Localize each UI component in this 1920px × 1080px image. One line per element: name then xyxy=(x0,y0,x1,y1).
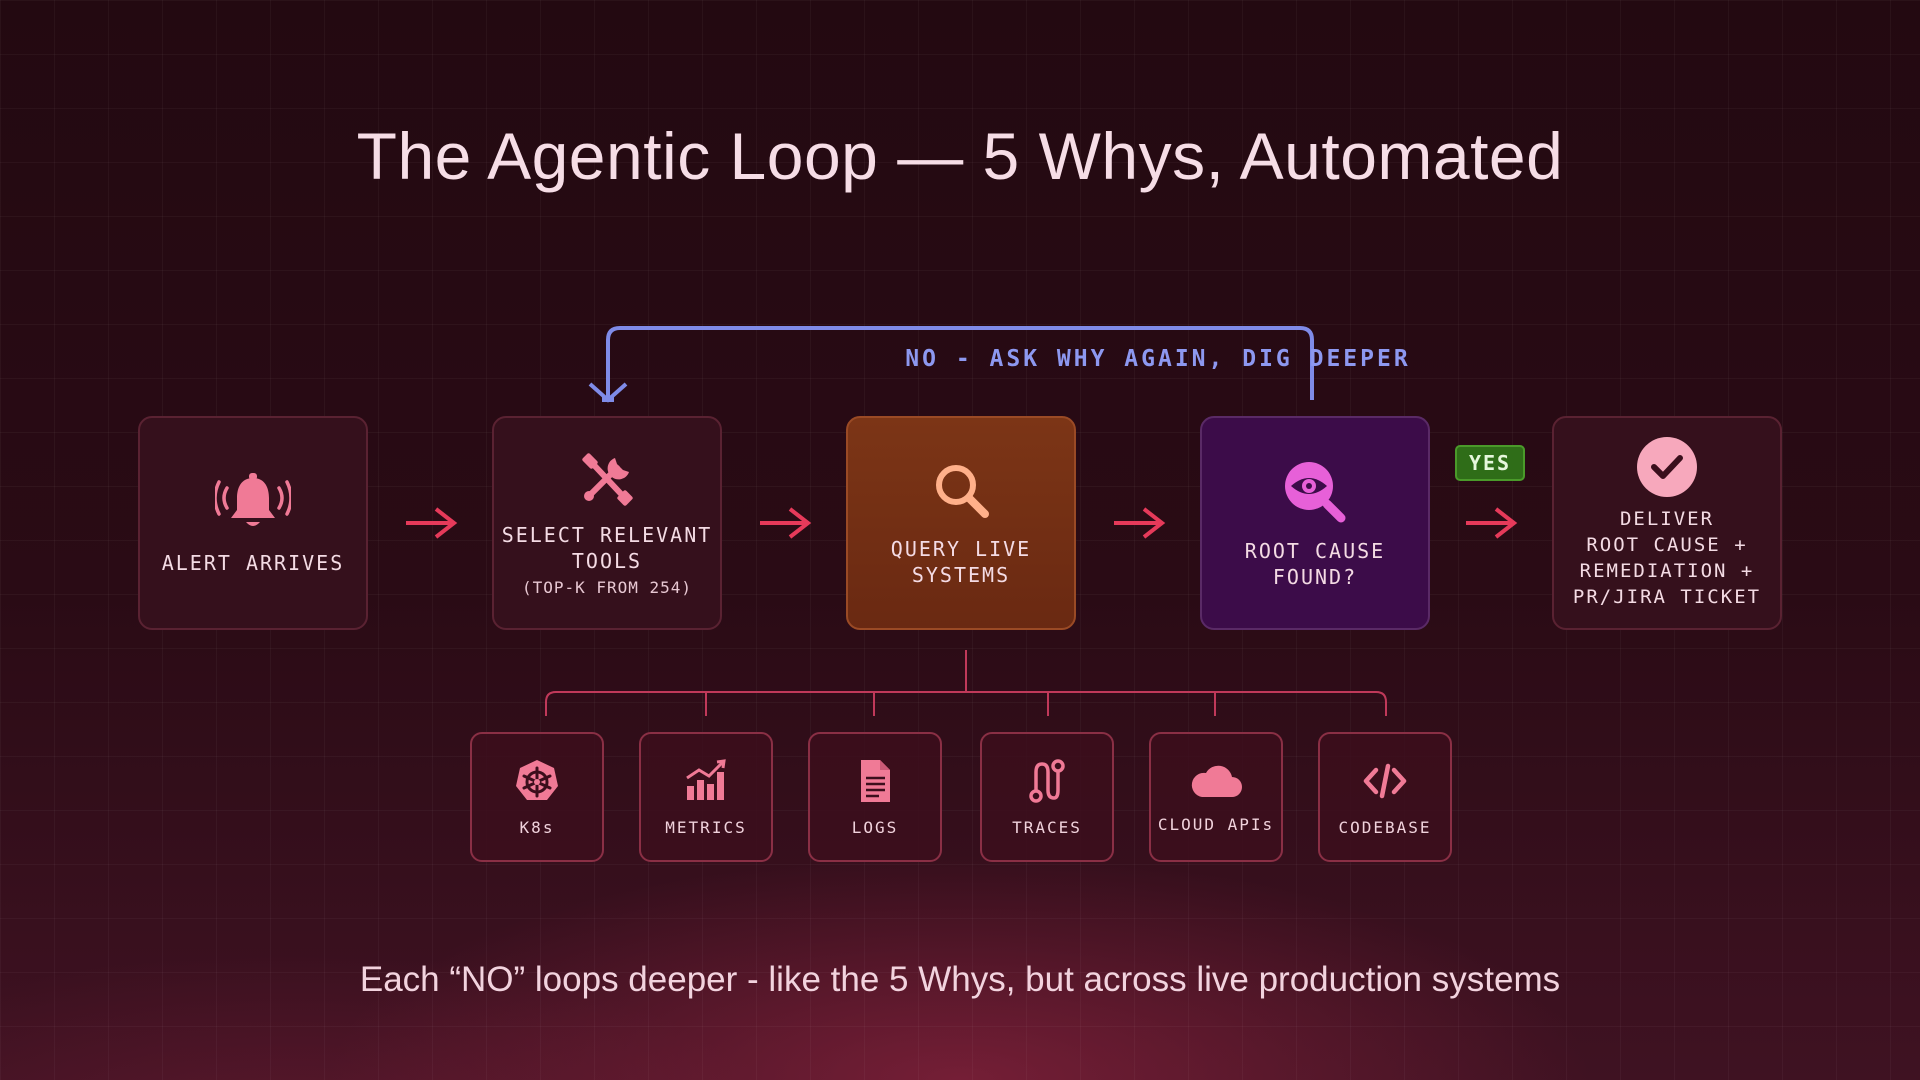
step-label: DELIVER ROOT CAUSE + REMEDIATION + PR/JI… xyxy=(1572,508,1762,608)
step-label: ALERT ARRIVES xyxy=(161,551,345,575)
document-icon xyxy=(861,759,890,802)
step-alert-arrives: ALERT ARRIVES xyxy=(138,416,368,630)
loop-label: NO - ASK WHY AGAIN, DIG DEEPER xyxy=(905,346,1411,372)
source-label: CLOUD APIs xyxy=(1157,814,1275,834)
source-k8s: K8s xyxy=(470,732,604,862)
bar-chart-icon xyxy=(686,758,726,800)
eye-search-icon xyxy=(1285,462,1346,523)
step-query-live-systems: QUERY LIVE SYSTEMS xyxy=(846,416,1076,630)
source-label: CODEBASE xyxy=(1338,817,1432,837)
step-label: ROOT CAUSE FOUND? xyxy=(1244,539,1386,589)
trace-path-icon xyxy=(1029,758,1065,803)
magnifier-icon xyxy=(936,465,989,518)
code-icon xyxy=(1363,763,1407,798)
arrow-right-icon xyxy=(1114,507,1166,539)
check-circle-icon xyxy=(1637,437,1697,497)
source-label: LOGS xyxy=(851,817,899,837)
source-traces: TRACES xyxy=(980,732,1114,862)
step-deliver: DELIVER ROOT CAUSE + REMEDIATION + PR/JI… xyxy=(1552,416,1782,630)
step-label: SELECT RELEVANT TOOLS xyxy=(501,522,713,573)
loop-feedback-line xyxy=(606,326,1314,400)
footer-caption: Each “NO” loops deeper - like the 5 Whys… xyxy=(359,960,1561,999)
tools-icon xyxy=(582,452,633,506)
source-label: K8s xyxy=(519,817,555,837)
step-select-tools: SELECT RELEVANT TOOLS (TOP-K FROM 254) xyxy=(492,416,722,630)
step-root-cause-found: ROOT CAUSE FOUND? xyxy=(1200,416,1430,630)
yes-badge: YES xyxy=(1455,445,1525,481)
step-sublabel: (TOP-K FROM 254) xyxy=(521,577,693,597)
arrow-right-icon xyxy=(760,507,812,539)
bell-ringing-icon xyxy=(215,473,291,526)
cloud-icon xyxy=(1191,765,1242,797)
source-label: METRICS xyxy=(665,817,747,837)
source-cloud-apis: CLOUD APIs xyxy=(1149,732,1283,862)
arrow-right-icon xyxy=(406,507,458,539)
source-codebase: CODEBASE xyxy=(1318,732,1452,862)
source-logs: LOGS xyxy=(808,732,942,862)
source-label: TRACES xyxy=(1012,817,1082,837)
arrow-right-icon xyxy=(1466,507,1518,539)
kubernetes-icon xyxy=(516,759,558,800)
source-metrics: METRICS xyxy=(639,732,773,862)
step-label: QUERY LIVE SYSTEMS xyxy=(890,537,1032,587)
page-title: The Agentic Loop — 5 Whys, Automated xyxy=(356,119,1564,193)
